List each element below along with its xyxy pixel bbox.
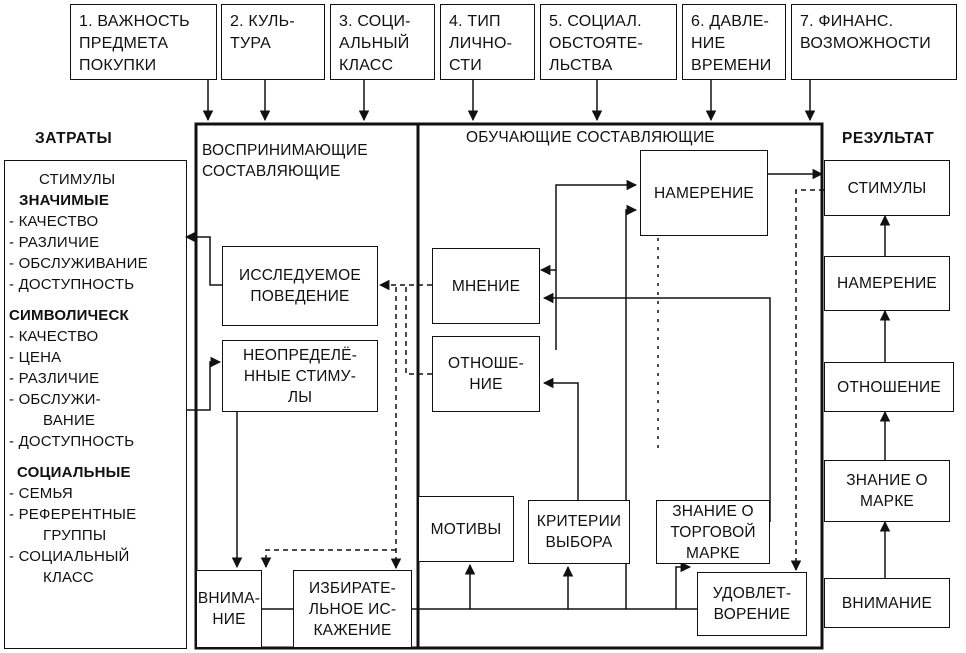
stimuli-feedback-dashed [790,189,824,572]
symbolic-item: - КАЧЕСТВО [9,328,99,345]
attention-box: ВНИМА- НИЕ [196,570,262,648]
significant-item: - ОБСЛУЖИВАНИЕ [9,255,148,272]
significant-item: - КАЧЕСТВО [9,213,99,230]
symbolic-item: - ЦЕНА [9,349,62,366]
inputs-panel: СТИМУЛЫ ЗНАЧИМЫЕ - КАЧЕСТВО - РАЗЛИЧИЕ -… [4,160,187,649]
motives-box: МОТИВЫ [418,496,514,562]
significant-title: ЗНАЧИМЫЕ [19,192,110,209]
symbolic-title: СИМВОЛИЧЕСК [9,307,129,324]
output-attitude-box: ОТНОШЕНИЕ [824,362,954,412]
learning-title: ОБУЧАЮЩИЕ СОСТАВЛЯЮЩИЕ [466,129,715,146]
factor-social-class: 3. СОЦИ- АЛЬНЫЙ КЛАСС [330,4,435,80]
factor-social-situation: 5. СОЦИАЛ. ОБСТОЯТЕ- ЛЬСТВА [540,4,677,80]
outputs-heading: РЕЗУЛЬТАТ [842,130,935,147]
satisfaction-box: УДОВЛЕТ- ВОРЕНИЕ [697,572,807,636]
to-intention-arrow [625,204,638,609]
factor-time-pressure: 6. ДАВЛЕ- НИЕ ВРЕМЕНИ [682,4,786,80]
criteria-to-attitude-arrow [542,377,579,500]
social-title: СОЦИАЛЬНЫЕ [17,464,131,481]
search-to-inputs-arrow [184,231,222,286]
symbolic-item: - РАЗЛИЧИЕ [9,370,100,387]
output-stimuli-box: СТИМУЛЫ [824,160,950,216]
social-item: - СЕМЬЯ [9,485,73,502]
inputs-to-ambiguity-arrow [186,356,222,411]
output-intention-box: НАМЕРЕНИЕ [824,256,950,311]
opinion-box: МНЕНИЕ [432,248,540,324]
perceptual-title: ВОСПРИНИМАЮЩИЕ СОСТАВЛЯЮЩИЕ [202,142,368,180]
output-brand-knowledge-box: ЗНАНИЕ О МАРКЕ [824,460,950,522]
factor-purchase-importance: 1. ВАЖНОСТЬ ПРЕДМЕТА ПОКУПКИ [70,4,217,80]
bias-to-attention-dashed [260,549,396,569]
choice-criteria-box: КРИТЕРИИ ВЫБОРА [528,500,630,564]
factor-personality: 4. ТИП ЛИЧНО- СТИ [440,4,535,80]
social-item: ГРУППЫ [43,527,107,544]
inputs-heading: ЗАТРАТЫ [35,130,113,147]
social-item: - РЕФЕРЕНТНЫЕ [9,506,137,523]
output-attention-box: ВНИМАНИЕ [824,578,950,628]
factor-financial-status: 7. ФИНАНС. ВОЗМОЖНОСТИ [791,4,957,80]
perceptual-bias-box: ИЗБИРАТЕ- ЛЬНОЕ ИС- КАЖЕНИЕ [293,570,412,648]
stimulus-ambiguity-box: НЕОПРЕДЕЛЁ- ННЫЕ СТИМУ- ЛЫ [222,340,378,412]
attitude-box: ОТНОШЕ- НИЕ [432,336,540,412]
symbolic-item: - ДОСТУПНОСТЬ [9,433,135,450]
factor-culture: 2. КУЛЬ- ТУРА [221,4,325,80]
brand-knowledge-box: ЗНАНИЕ О ТОРГОВОЙ МАРКЕ [656,500,770,564]
knowledge-to-opinion-arrow [542,292,771,522]
attitude-to-search-dashed [405,285,432,375]
symbolic-item: - ОБСЛУЖИ- [9,391,101,408]
attitude-to-intention-arrow [555,179,638,350]
significant-item: - РАЗЛИЧИЕ [9,234,100,251]
factor-arrows [202,80,816,122]
overt-search-box: ИССЛЕДУЕМОЕ ПОВЕДЕНИЕ [222,246,378,326]
intention-box: НАМЕРЕНИЕ [640,150,768,236]
social-item: - СОЦИАЛЬНЫЙ [9,548,130,565]
symbolic-item: ВАНИЕ [43,412,96,429]
inputs-title: СТИМУЛЫ [39,171,116,188]
social-item: КЛАСС [43,569,94,586]
central-frame [194,122,824,650]
significant-item: - ДОСТУПНОСТЬ [9,276,135,293]
